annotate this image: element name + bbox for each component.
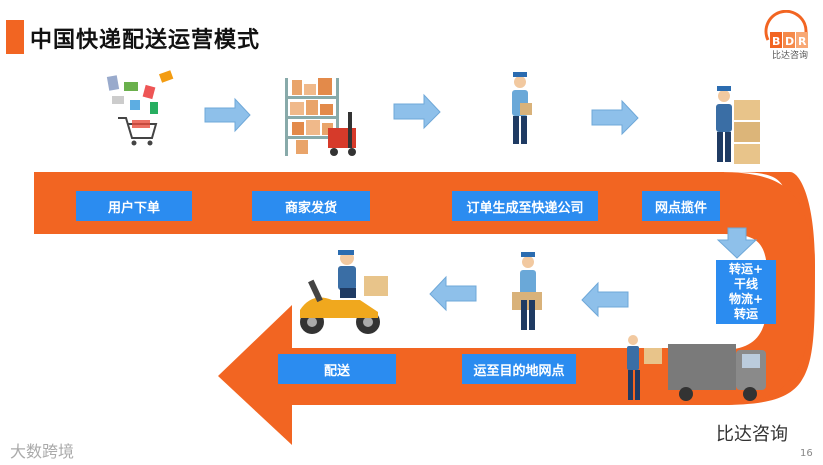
cart-icon [106, 70, 174, 146]
scooter-icon [300, 250, 388, 334]
title-accent-bar [6, 20, 24, 54]
warehouse-icon [285, 78, 356, 156]
step-user-order: 用户下单 [76, 191, 192, 221]
svg-text:R: R [798, 35, 807, 48]
flow-arrow-back [429, 275, 629, 318]
pickup-icon [716, 86, 760, 164]
truck-icon [627, 335, 766, 401]
step-transfer-line: 物流+ [728, 292, 764, 306]
step-transfer-trunk: 转运+ 干线 物流+ 转运 [716, 260, 776, 324]
page-number: 16 [800, 448, 813, 459]
down-arrow [716, 227, 758, 259]
watermark-left: 大数跨境 [10, 442, 75, 461]
page-title: 中国快递配送运营模式 [30, 28, 261, 53]
step-to-destination-outlet: 运至目的地网点 [462, 354, 576, 384]
svg-text:B: B [772, 35, 780, 48]
watermark-right: 比达咨询 [716, 424, 788, 445]
step-delivery: 配送 [278, 354, 396, 384]
step-transfer-line: 转运 [733, 307, 758, 321]
step-order-to-courier: 订单生成至快递公司 [452, 191, 598, 221]
delivery-courier-icon [512, 252, 542, 330]
flow-arrow [204, 93, 639, 136]
svg-text:D: D [785, 35, 794, 48]
step-transfer-line: 转运+ [728, 262, 764, 276]
logo-name: 比达咨询 [772, 51, 809, 61]
step-merchant-ship: 商家发货 [252, 191, 370, 221]
courier-icon [512, 72, 532, 144]
lower-arrow-head-fill [218, 305, 292, 445]
bdr-logo: B D R [764, 10, 808, 48]
step-transfer-line: 干线 [733, 277, 758, 291]
step-outlet-pickup: 网点揽件 [642, 191, 720, 221]
